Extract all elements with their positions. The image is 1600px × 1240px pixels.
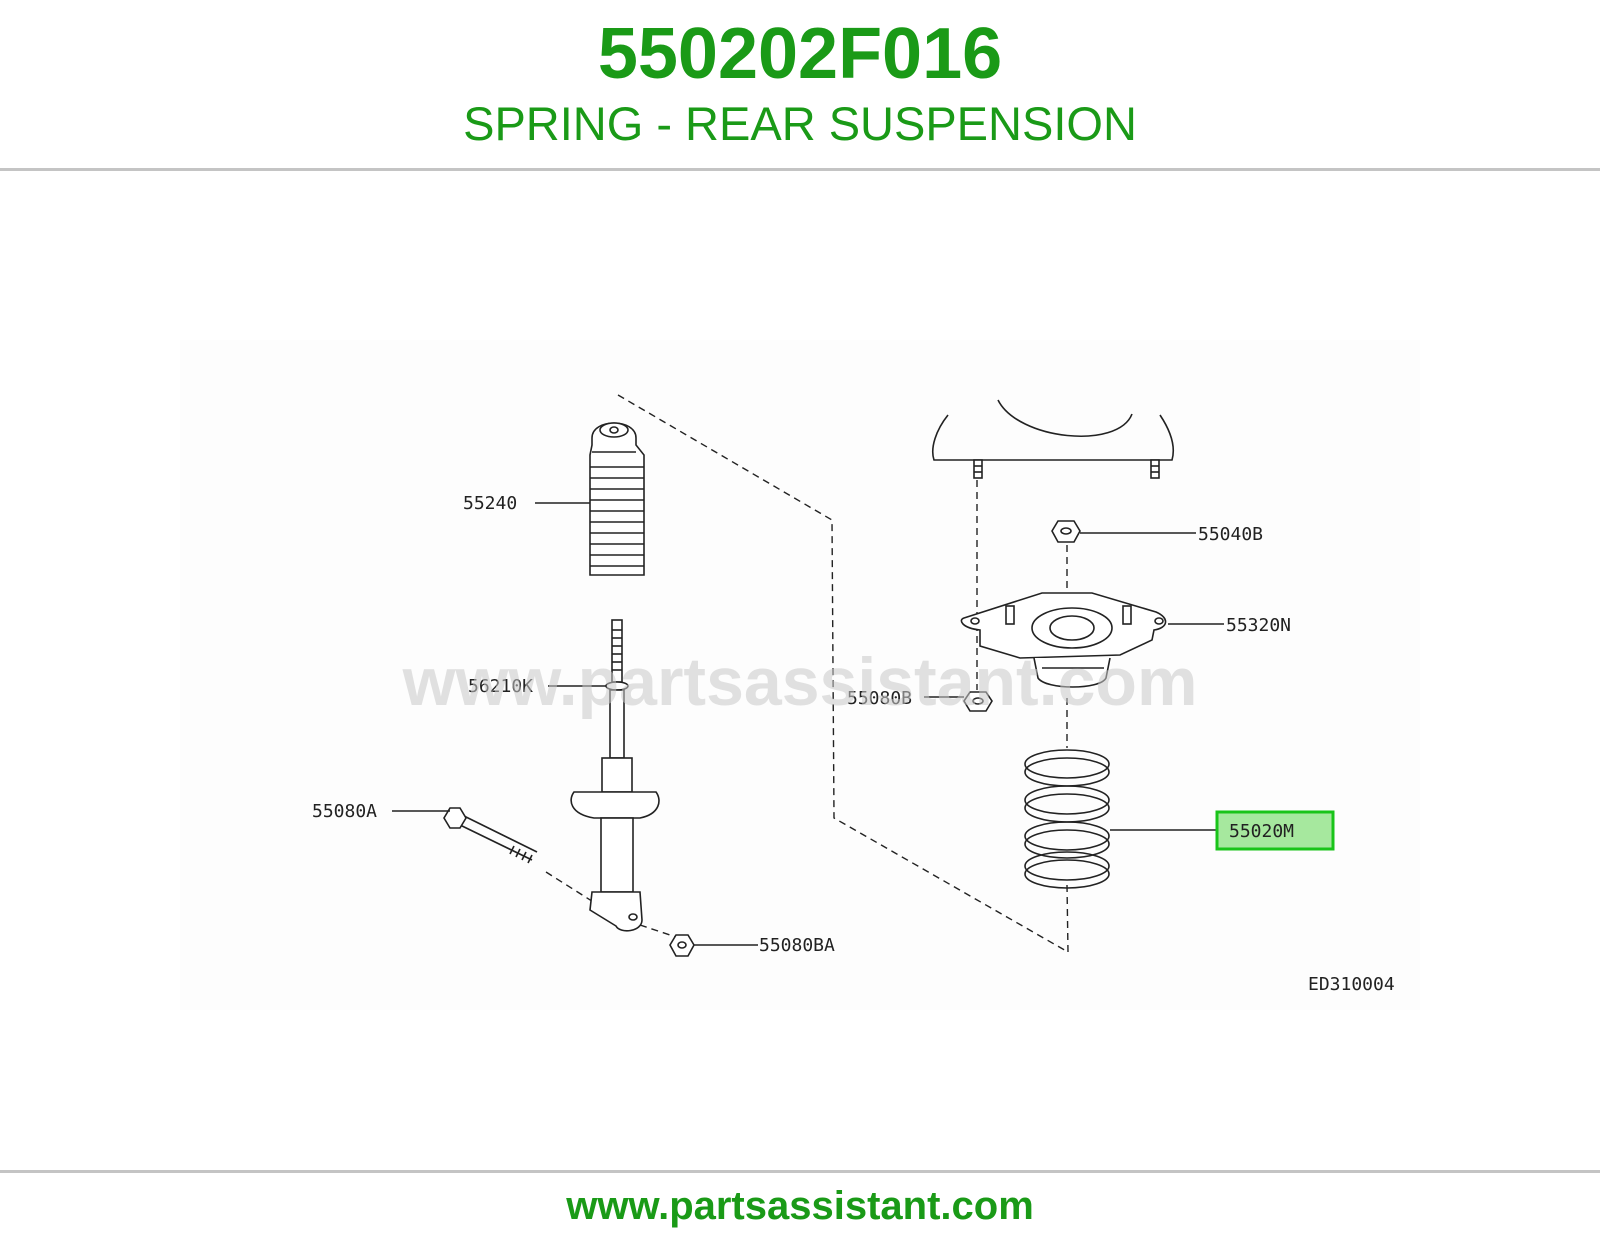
body-mount-icon — [932, 399, 1175, 479]
callout-leaders — [392, 502, 1226, 946]
drawing-code: ED310004 — [1308, 974, 1395, 995]
callout-55080b[interactable]: 55080B — [847, 688, 912, 709]
header: 550202F016 SPRING - REAR SUSPENSION — [0, 0, 1600, 168]
callout-55080a[interactable]: 55080A — [312, 801, 377, 822]
footer-divider — [0, 1170, 1600, 1173]
spring-seat-icon — [960, 592, 1167, 688]
dust-boot-icon — [589, 422, 645, 576]
callout-56210k[interactable]: 56210K — [468, 676, 533, 697]
nut-icon — [963, 691, 993, 712]
diagram-area — [180, 340, 1420, 1010]
coil-spring-icon — [1024, 749, 1110, 889]
part-description: SPRING - REAR SUSPENSION — [463, 97, 1137, 150]
part-number-title: 550202F016 — [597, 14, 1003, 94]
header-divider — [0, 168, 1600, 171]
shock-absorber-icon — [570, 619, 660, 932]
nut-icon — [669, 934, 695, 957]
watermark: www.partsassistant.com — [402, 644, 1198, 720]
callout-55320n[interactable]: 55320N — [1226, 615, 1291, 636]
callout-55020m[interactable]: 55020M — [1229, 821, 1294, 842]
highlighted-callout-box[interactable] — [1215, 810, 1335, 851]
callout-55080ba[interactable]: 55080BA — [759, 935, 835, 956]
footer-website-link[interactable]: www.partsassistant.com — [566, 1184, 1034, 1228]
callout-55040b[interactable]: 55040B — [1198, 524, 1263, 545]
bolt-icon — [443, 807, 538, 864]
nut-icon — [1051, 520, 1081, 543]
callout-55240[interactable]: 55240 — [463, 493, 517, 514]
